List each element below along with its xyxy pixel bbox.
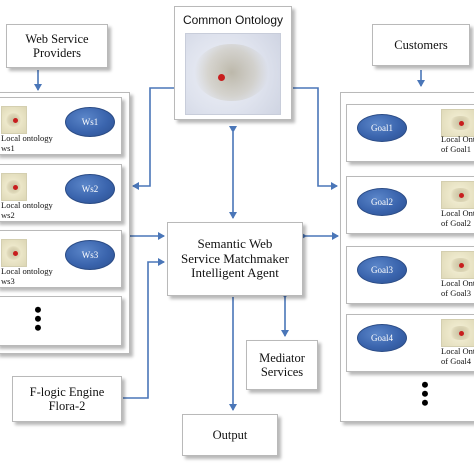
mediator-box: Mediator Services — [246, 340, 318, 390]
flogic-line1: F-logic Engine — [29, 384, 105, 399]
local-ontology-graph-goal3 — [441, 251, 474, 279]
more-services-ellipsis: ••• — [34, 297, 42, 340]
output-box: Output — [182, 414, 278, 456]
ws3-node: Ws3 — [65, 240, 115, 270]
mediator-line1: Mediator — [259, 350, 305, 365]
local-ontology-graph-goal2 — [441, 181, 474, 209]
local-ontology-graph-ws3 — [1, 239, 27, 267]
local-ontology-graph-goal4 — [441, 319, 474, 347]
providers-header-box: Web Service Providers — [6, 24, 108, 68]
arrow-flogic-matchmaker — [123, 258, 165, 399]
local-ontology-graph-ws2 — [1, 173, 27, 201]
customers-header-box: Customers — [372, 24, 470, 66]
more-goals-ellipsis: ••• — [421, 372, 429, 415]
common-ontology-graph — [185, 33, 281, 115]
customers-header-label: Customers — [394, 37, 448, 52]
arrow-ontology-to-providers — [132, 87, 174, 190]
local-ontology-graph-goal1 — [441, 109, 474, 137]
arrow-ontology-to-customers — [293, 87, 338, 190]
output-label: Output — [212, 427, 248, 442]
mediator-line2: Services — [260, 365, 304, 379]
providers-header-line2: Providers — [33, 46, 81, 60]
matchmaker-line3: Intelligent Agent — [191, 265, 279, 281]
ws2-node: Ws2 — [65, 174, 115, 204]
flogic-line2: Flora-2 — [48, 399, 86, 413]
common-ontology-title: Common Ontology — [182, 13, 284, 27]
common-ontology-box: Common Ontology — [174, 6, 292, 120]
ws1-node: Ws1 — [65, 107, 115, 137]
goal1-node: Goal1 — [357, 114, 407, 142]
goal3-node: Goal3 — [357, 256, 407, 284]
goal2-node: Goal2 — [357, 188, 407, 216]
providers-header-line1: Web Service — [25, 31, 89, 46]
matchmaker-line1: Semantic Web — [197, 235, 273, 251]
goal4-node: Goal4 — [357, 324, 407, 352]
service-row-more: ••• — [0, 296, 122, 346]
matchmaker-box: Semantic Web Service Matchmaker Intellig… — [167, 222, 303, 296]
flogic-box: F-logic Engine Flora-2 — [12, 376, 122, 422]
local-ontology-graph-ws1 — [1, 106, 27, 134]
matchmaker-line2: Service Matchmaker — [181, 250, 289, 266]
